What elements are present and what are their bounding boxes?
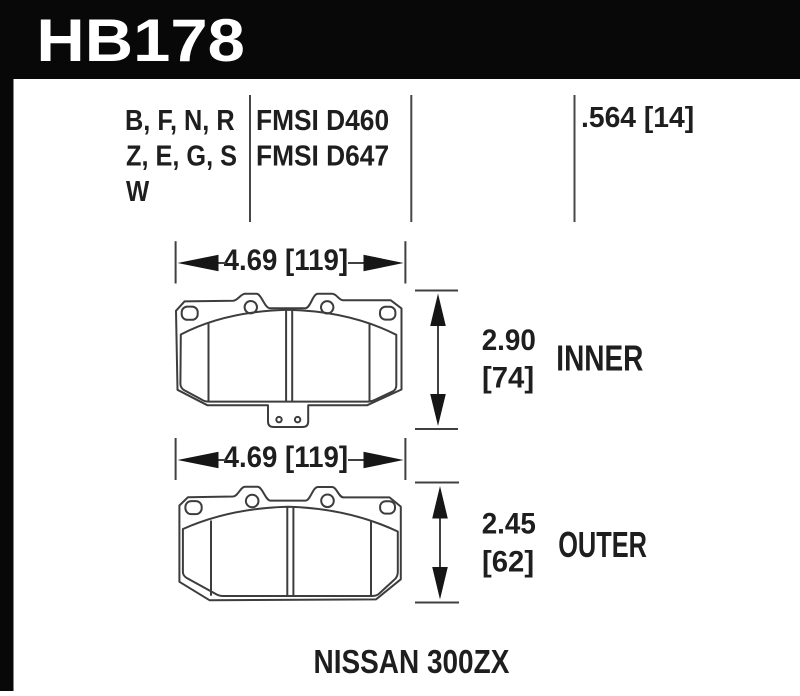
svg-text:NISSAN 300ZX: NISSAN 300ZX <box>314 642 510 680</box>
svg-text:HB178: HB178 <box>36 6 244 74</box>
svg-text:INNER: INNER <box>556 338 643 378</box>
svg-text:[62]: [62] <box>482 546 534 579</box>
svg-text:OUTER: OUTER <box>558 525 647 565</box>
svg-text:FMSI D647: FMSI D647 <box>256 139 389 171</box>
svg-text:Z, E, G, S: Z, E, G, S <box>126 139 237 172</box>
svg-text:[74]: [74] <box>482 362 534 395</box>
svg-text:W: W <box>126 175 150 207</box>
svg-text:.564 [14]: .564 [14] <box>581 102 694 134</box>
svg-text:2.90: 2.90 <box>482 324 536 357</box>
svg-text:2.45: 2.45 <box>482 508 536 541</box>
svg-text:4.69 [119]: 4.69 [119] <box>224 441 348 474</box>
svg-text:FMSI D460: FMSI D460 <box>256 104 389 136</box>
svg-text:4.69 [119]: 4.69 [119] <box>224 244 348 277</box>
svg-text:B, F, N, R: B, F, N, R <box>125 103 235 136</box>
